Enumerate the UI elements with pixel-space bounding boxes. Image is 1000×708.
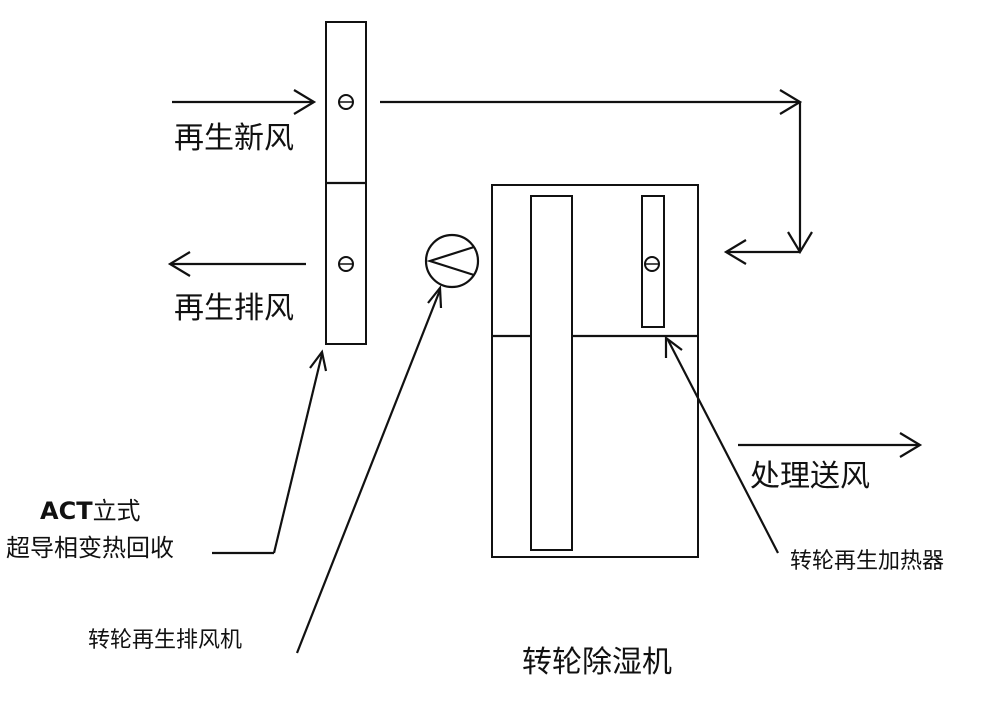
act-heat-recovery-unit (325, 21, 367, 345)
regen-heater-label: 转轮再生加热器 (790, 549, 944, 574)
fan-leader-line (295, 285, 443, 654)
regen-exhaust-air-label: 再生排风 (174, 291, 294, 326)
fresh-air-inlet-arrow (172, 89, 317, 115)
heater-leader-line (664, 335, 779, 554)
act-suffix: 立式 (93, 497, 141, 525)
fan-icon (424, 233, 480, 289)
process-supply-air-label: 处理送风 (750, 459, 870, 494)
act-prefix: ACT (40, 497, 93, 525)
process-supply-air-arrow (738, 432, 923, 458)
desiccant-dehumidifier (491, 184, 699, 558)
sensor-icon (338, 94, 354, 110)
act-unit-label-line2: 超导相变热回收 (6, 534, 174, 562)
sensor-icon (644, 256, 660, 272)
dehumidifier-casing (491, 184, 699, 558)
sensor-icon (338, 256, 354, 272)
dehumidifier-title: 转轮除湿机 (522, 645, 672, 680)
desiccant-wheel (530, 195, 573, 551)
act-unit-label-line1: ACT立式 (40, 497, 141, 525)
regen-air-duct (380, 89, 813, 265)
exhaust-air-outlet-arrow (167, 251, 306, 277)
regen-exhaust-fan-label: 转轮再生排风机 (88, 628, 242, 653)
regen-fresh-air-label: 再生新风 (174, 121, 294, 156)
act-leader-line (212, 349, 328, 555)
